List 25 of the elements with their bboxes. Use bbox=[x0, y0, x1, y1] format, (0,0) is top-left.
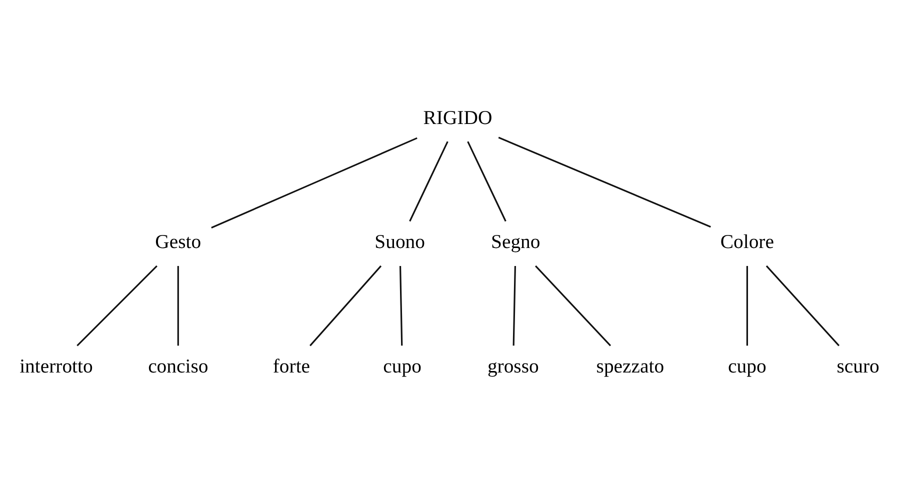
node-text: grosso bbox=[487, 356, 539, 378]
node-text: conciso bbox=[148, 356, 208, 378]
connector bbox=[766, 265, 840, 346]
node-text: Suono bbox=[374, 231, 426, 254]
node-text: Colore bbox=[720, 231, 774, 254]
connector bbox=[399, 266, 403, 346]
connector bbox=[409, 141, 448, 222]
node-text: RIGIDO bbox=[423, 106, 492, 129]
node-text: cupo bbox=[383, 356, 422, 378]
node-text: interrotto bbox=[20, 356, 93, 378]
connector bbox=[467, 141, 506, 222]
connector bbox=[177, 266, 179, 346]
connector bbox=[512, 266, 516, 346]
connector bbox=[211, 137, 418, 228]
connector bbox=[746, 266, 748, 346]
connector bbox=[310, 265, 382, 346]
connector bbox=[535, 265, 612, 346]
node-text: Gesto bbox=[155, 231, 202, 254]
node-text: forte bbox=[272, 356, 310, 378]
connector bbox=[76, 265, 158, 346]
node-text: Segno bbox=[491, 231, 540, 254]
node-text: scuro bbox=[836, 356, 880, 378]
node-text: spezzato bbox=[596, 356, 664, 378]
node-text: cupo bbox=[728, 356, 766, 378]
connector bbox=[498, 136, 711, 228]
